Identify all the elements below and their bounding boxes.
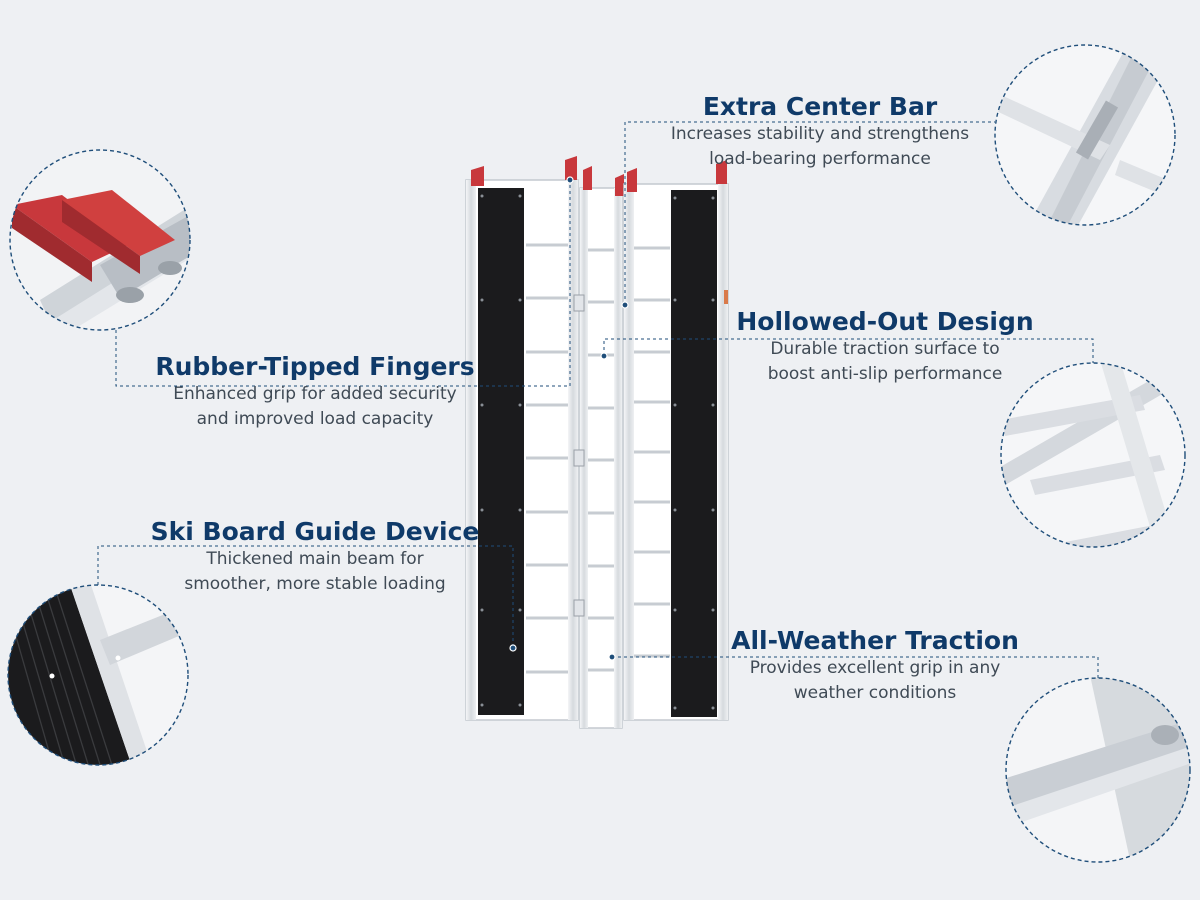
left-crossbars	[526, 243, 568, 674]
feature-hollowed-out-design: Hollowed-Out Design Durable traction sur…	[720, 307, 1050, 387]
folding-ramp-image	[465, 156, 729, 729]
detail-circle-all-weather	[1005, 677, 1191, 863]
leader-lines	[97, 121, 1099, 678]
feature-title: Extra Center Bar	[702, 92, 938, 121]
feature-description-line-2: and improved load capacity	[196, 409, 434, 429]
feature-description-line-2: smoother, more stable loading	[184, 574, 446, 594]
ramp-right-panel	[623, 160, 729, 721]
feature-description-line-2: weather conditions	[793, 683, 957, 703]
feature-all-weather-traction: All-Weather Traction Provides excellent …	[700, 626, 1050, 706]
detail-circle-ski-board	[7, 584, 189, 766]
feature-description-line-1: Provides excellent grip in any	[749, 658, 1001, 678]
ramp-left-panel	[465, 156, 579, 721]
feature-ski-board-guide-device: Ski Board Guide Device Thickened main be…	[150, 517, 480, 597]
feature-rubber-tipped-fingers: Rubber-Tipped Fingers Enhanced grip for …	[150, 352, 480, 432]
right-traction-mat	[671, 190, 717, 717]
feature-description-line-1: Increases stability and strengthens	[670, 124, 970, 144]
feature-title: Rubber-Tipped Fingers	[155, 352, 475, 381]
feature-description-line-2: boost anti-slip performance	[767, 364, 1003, 384]
feature-title: Hollowed-Out Design	[736, 307, 1034, 336]
ramp-center-panel	[573, 166, 624, 729]
feature-description-line-1: Thickened main beam for	[206, 549, 424, 569]
feature-extra-center-bar: Extra Center Bar Increases stability and…	[640, 92, 1000, 172]
feature-title: All-Weather Traction	[731, 626, 1019, 655]
feature-description-line-1: Durable traction surface to	[770, 339, 1000, 359]
detail-circle-hollowed-out	[1000, 362, 1186, 548]
detail-circle-rubber-tips	[9, 149, 191, 331]
left-traction-mat	[478, 188, 524, 715]
feature-title: Ski Board Guide Device	[150, 517, 480, 546]
detail-circle-center-bar	[994, 44, 1176, 226]
leader-dots	[509, 176, 629, 661]
feature-description-line-1: Enhanced grip for added security	[173, 384, 457, 404]
feature-description-line-2: load-bearing performance	[709, 149, 931, 169]
